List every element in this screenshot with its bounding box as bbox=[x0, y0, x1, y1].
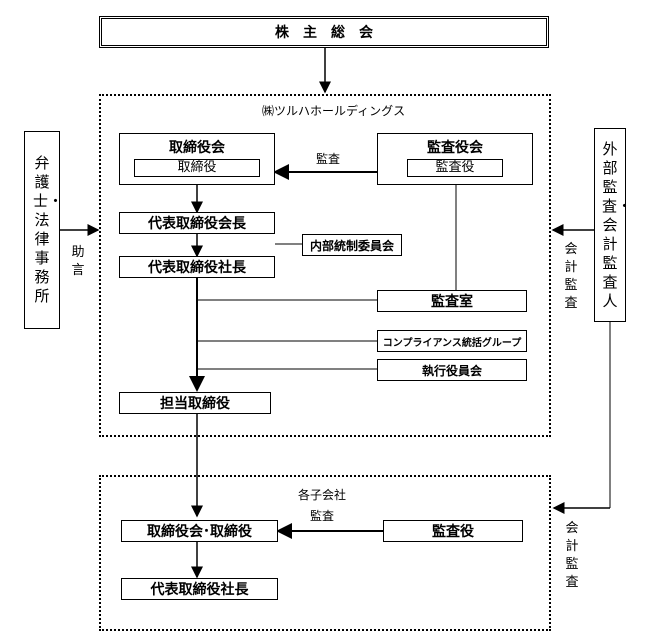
directors-subbox: 取締役 bbox=[134, 159, 260, 177]
subsidiary-president-label: 代表取締役社長 bbox=[150, 582, 249, 598]
subsidiaries-audit-label: 監査 bbox=[310, 509, 335, 523]
holdings-region bbox=[99, 94, 551, 437]
auditor-subbox: 監査役 bbox=[407, 159, 503, 177]
subsidiary-board: 取締役会･取締役 bbox=[121, 520, 278, 542]
audit-board-title: 監査役会 bbox=[427, 140, 483, 156]
lawyer-law-firm: 弁護士・法律事務所 bbox=[24, 131, 64, 329]
director-in-charge-label: 担当取締役 bbox=[160, 396, 230, 412]
shareholders-meeting: 株 主 総 会 bbox=[99, 16, 549, 48]
lawyer-law-firm-label: 弁護士・法律事務所 bbox=[33, 154, 64, 305]
representative-president: 代表取締役社長 bbox=[119, 256, 275, 278]
subsidiary-auditor-label: 監査役 bbox=[432, 524, 474, 540]
external-auditor-label: 外部監査・会計監査人 bbox=[602, 139, 633, 310]
audit-board: 監査役会 監査役 bbox=[377, 133, 533, 185]
accounting-audit-label-holdings: 会計監査 bbox=[564, 242, 578, 311]
subsidiary-board-label: 取締役会･取締役 bbox=[147, 524, 252, 540]
audit-label: 監査 bbox=[316, 152, 341, 166]
subsidiaries-title: 各子会社 bbox=[298, 488, 347, 502]
accounting-audit-label-subsidiaries: 会計監査 bbox=[565, 521, 579, 590]
board-of-directors-title: 取締役会 bbox=[169, 140, 225, 156]
board-of-directors: 取締役会 取締役 bbox=[119, 133, 275, 185]
internal-control-committee: 内部統制委員会 bbox=[302, 234, 402, 256]
representative-chairman-label: 代表取締役会長 bbox=[148, 216, 246, 232]
executive-officers-committee: 執行役員会 bbox=[377, 359, 527, 381]
shareholders-meeting-label: 株 主 総 会 bbox=[275, 25, 373, 41]
subsidiary-president: 代表取締役社長 bbox=[121, 578, 278, 600]
internal-audit-office-label: 監査室 bbox=[431, 294, 473, 310]
internal-control-committee-label: 内部統制委員会 bbox=[309, 238, 394, 253]
representative-president-label: 代表取締役社長 bbox=[148, 260, 246, 276]
director-in-charge: 担当取締役 bbox=[119, 392, 271, 414]
compliance-group: コンプライアンス統括グループ bbox=[377, 330, 527, 352]
compliance-group-label: コンプライアンス統括グループ bbox=[382, 337, 522, 349]
holdings-title: ㈱ツルハホールディングス bbox=[262, 104, 406, 118]
subsidiaries-region bbox=[99, 475, 551, 631]
executive-officers-committee-label: 執行役員会 bbox=[421, 363, 482, 378]
representative-chairman: 代表取締役会長 bbox=[119, 212, 275, 234]
advice-label: 助言 bbox=[71, 245, 85, 278]
subsidiary-auditor: 監査役 bbox=[383, 520, 523, 542]
internal-audit-office: 監査室 bbox=[377, 290, 527, 312]
external-auditor: 外部監査・会計監査人 bbox=[594, 128, 633, 322]
